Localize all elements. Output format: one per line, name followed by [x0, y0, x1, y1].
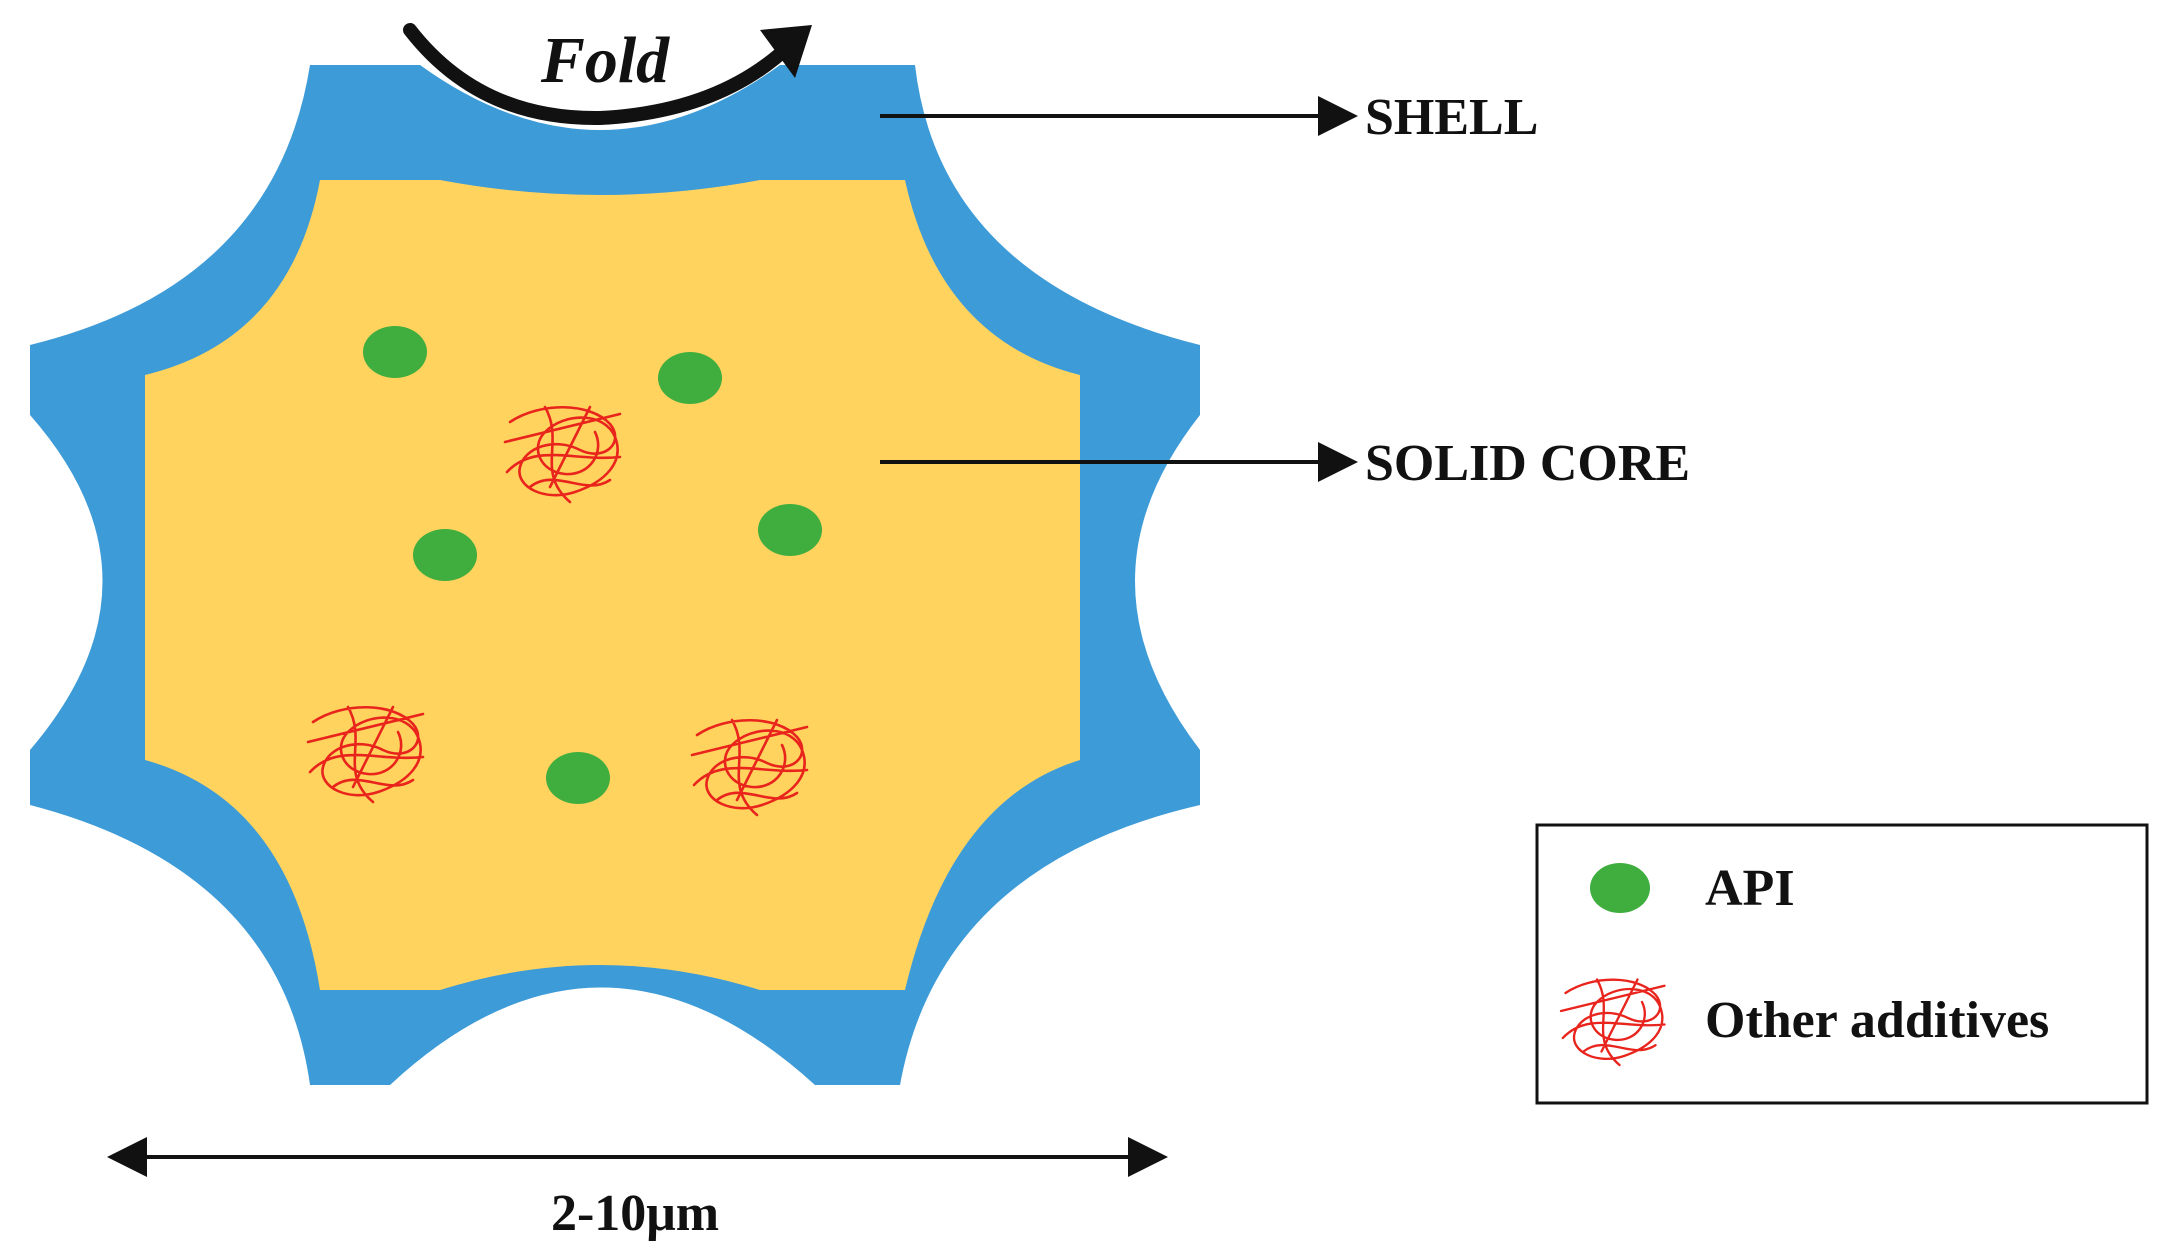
legend-box — [1535, 823, 2149, 1105]
legend-api-swatch — [1590, 863, 1650, 913]
api-particle — [413, 529, 477, 581]
api-particle — [758, 504, 822, 556]
api-particle — [363, 326, 427, 378]
solid-core — [145, 180, 1080, 990]
legend: API Other additives — [1535, 823, 2149, 1105]
legend-additives-label: Other additives — [1705, 992, 2049, 1049]
api-particle — [658, 352, 722, 404]
fold-arrowhead — [760, 25, 812, 78]
fold-label: Fold — [540, 24, 670, 97]
shell-label: SHELL — [1365, 89, 1538, 146]
fold-arrow — [403, 23, 797, 126]
solid-core-label: SOLID CORE — [1365, 435, 1690, 492]
size-label: 2-10μm — [551, 1185, 719, 1242]
legend-api-label: API — [1705, 860, 1795, 917]
api-particle — [546, 752, 610, 804]
